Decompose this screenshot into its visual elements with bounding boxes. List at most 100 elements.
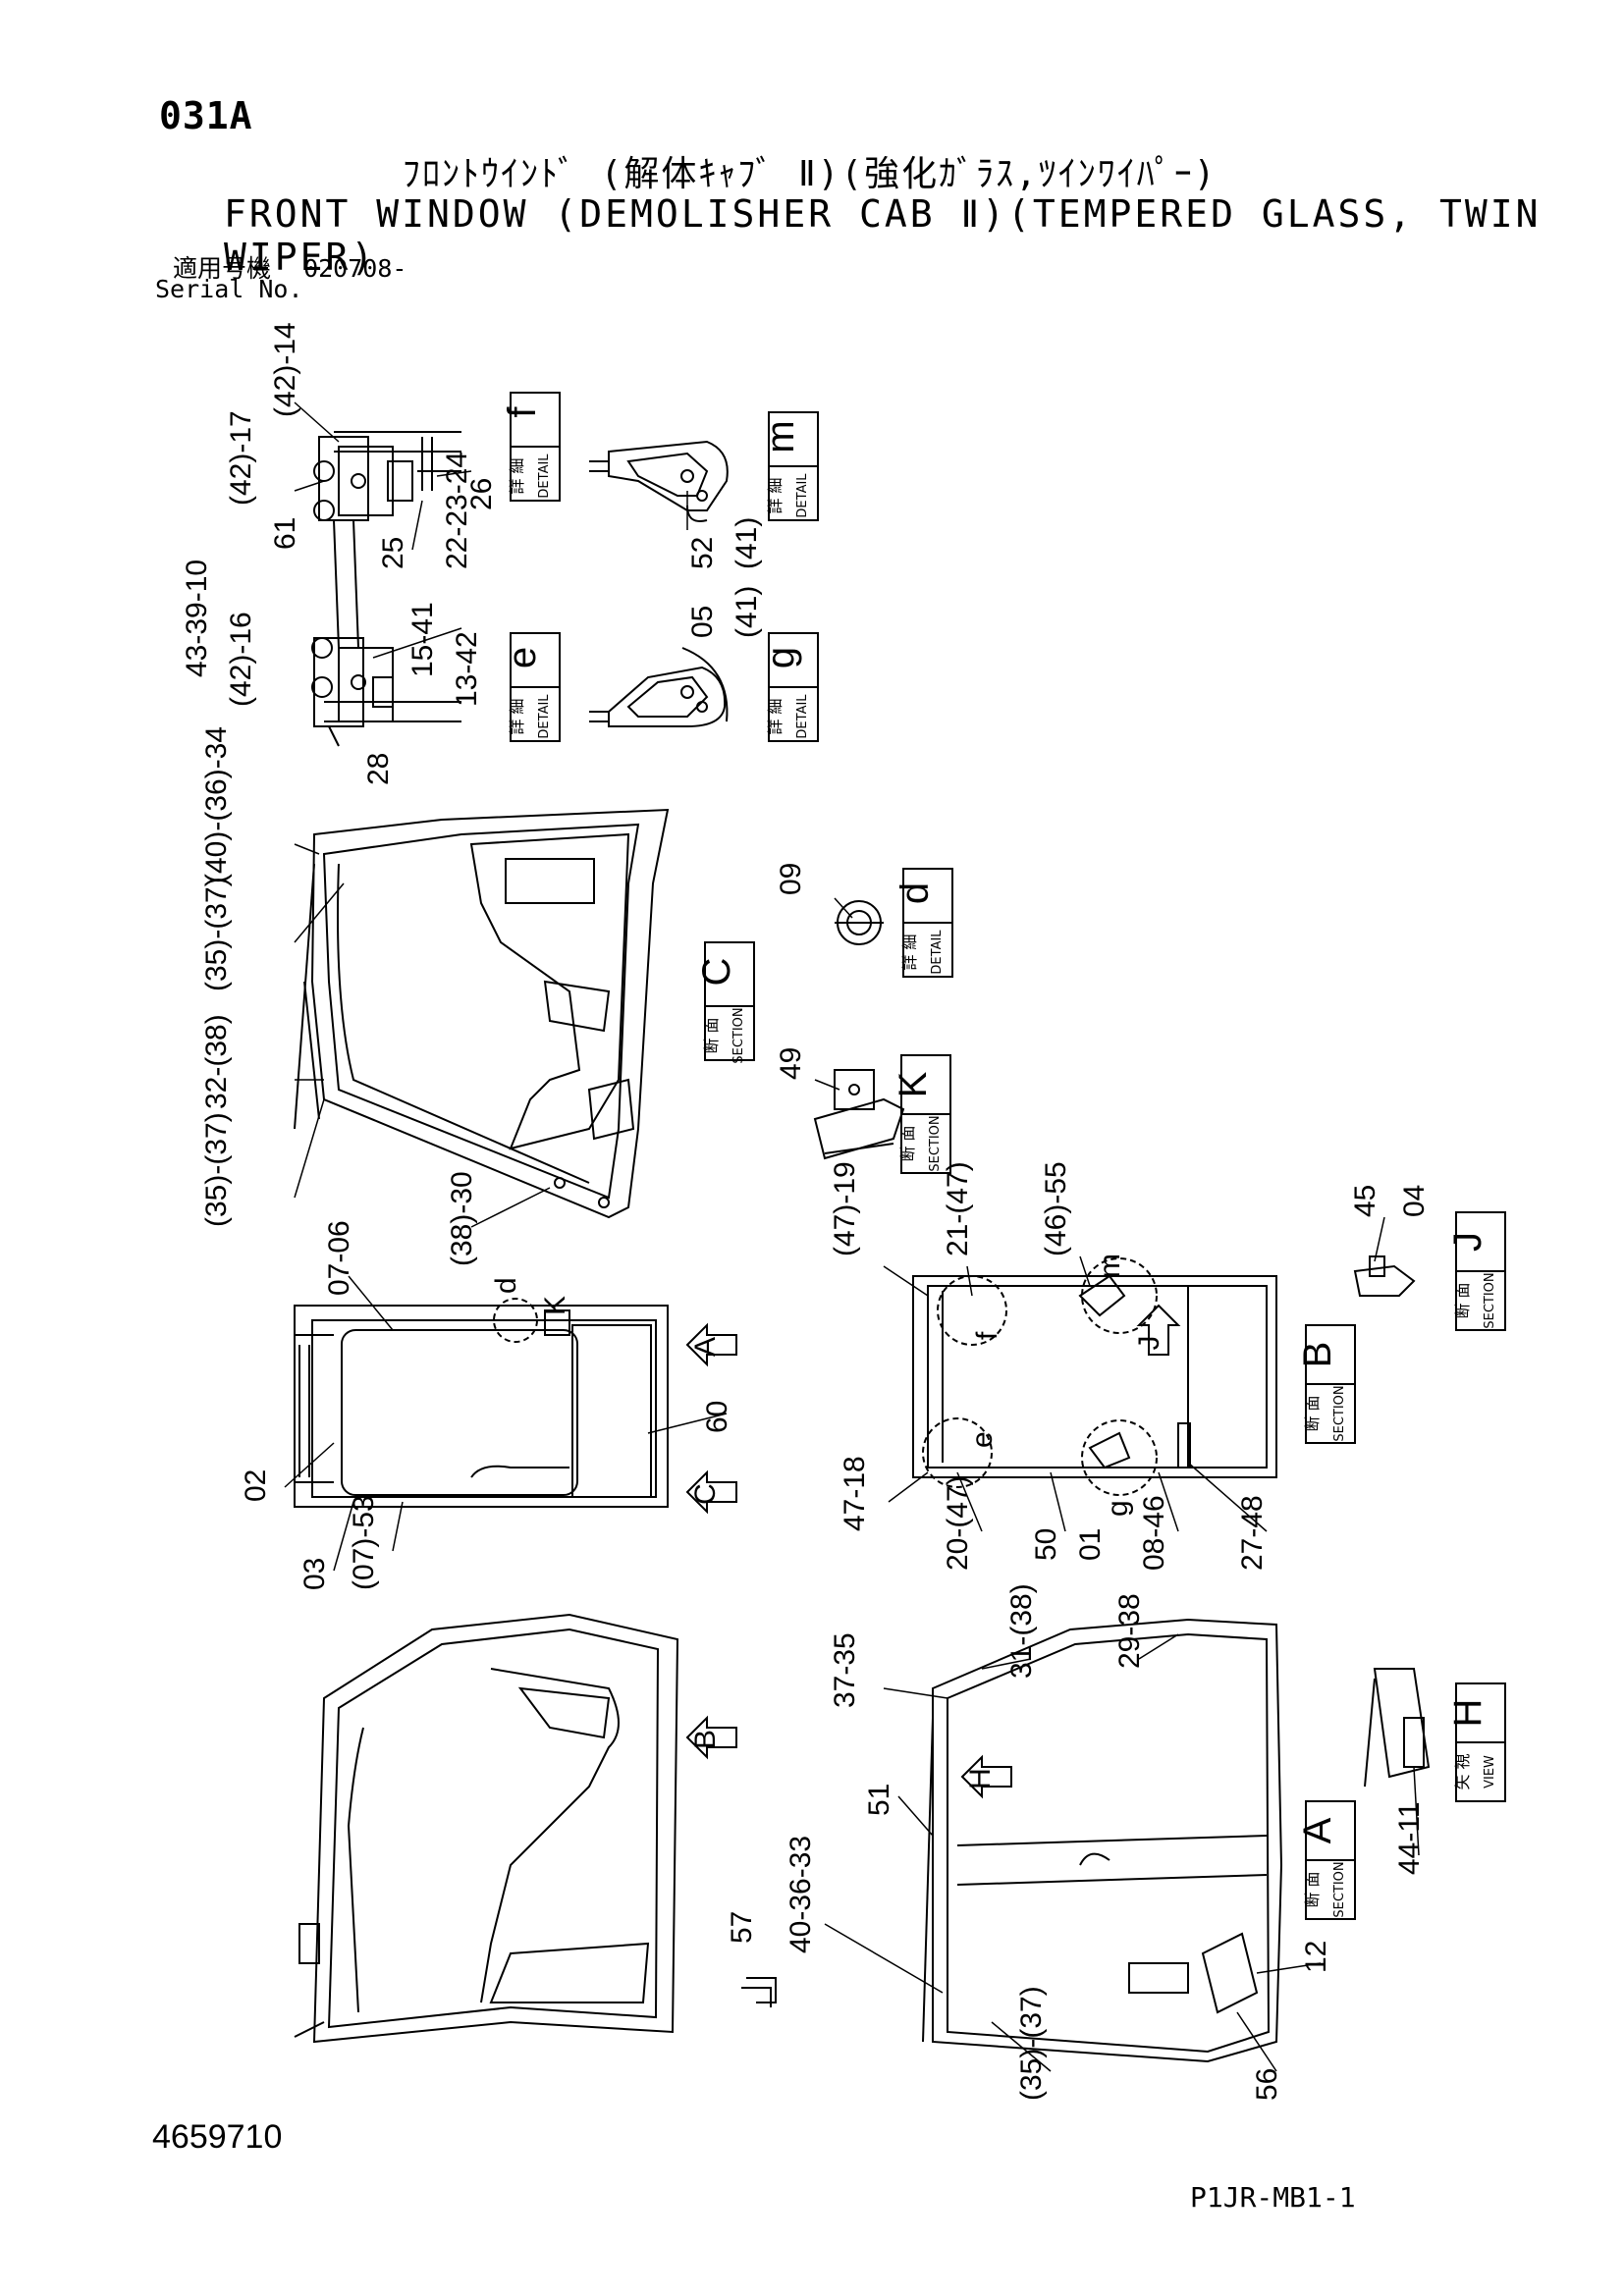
- page-code: 031A: [159, 94, 253, 137]
- label-box-section-a: A 断 面 SECTION: [1296, 1800, 1356, 1920]
- box-en-c: SECTION: [731, 1007, 746, 1063]
- callout: 13-42: [451, 631, 483, 707]
- box-letter-g: g: [759, 647, 802, 668]
- callout: (46)-55: [1040, 1161, 1072, 1256]
- box-jp-a: 断 面: [1303, 1871, 1322, 1907]
- callout: 31-(38): [1005, 1583, 1038, 1679]
- callout: 45: [1349, 1185, 1381, 1217]
- callout: (35)-(37): [1015, 1986, 1048, 2101]
- box-en-f: DETAIL: [537, 454, 552, 499]
- callout: (47)-19: [829, 1161, 861, 1256]
- label-box-detail-d: d 詳 細 DETAIL: [893, 868, 953, 978]
- label-box-section-k: K 断 面 SECTION: [892, 1054, 951, 1174]
- callout: (41): [731, 586, 763, 638]
- callout: m: [1094, 1254, 1126, 1278]
- callout: (42)-16: [225, 612, 257, 707]
- section-a-cab-view: [922, 1618, 1283, 2063]
- callout: 15-41: [406, 602, 439, 677]
- serial-line: 適用号機 020708-: [173, 249, 406, 285]
- label-box-section-b: B 断 面 SECTION: [1296, 1324, 1356, 1444]
- box-letter-d: d: [893, 882, 937, 904]
- callout: 05: [686, 606, 719, 638]
- front-window-frame: [294, 1298, 669, 1508]
- callout: 07-06: [323, 1220, 355, 1296]
- box-en-e: DETAIL: [537, 694, 552, 739]
- callout: 09: [775, 863, 807, 895]
- callout: f: [971, 1331, 1003, 1340]
- box-jp-d: 詳 細: [900, 934, 919, 970]
- arrow-b-shape: [685, 1715, 737, 1760]
- detail-m-bracket: [589, 440, 729, 522]
- box-jp-h: 矢 視: [1453, 1753, 1472, 1789]
- label-box-view-h: H 矢 視 VIEW: [1446, 1682, 1506, 1802]
- callout: 08-46: [1138, 1495, 1170, 1571]
- box-letter-e: e: [501, 647, 544, 668]
- label-box-detail-f: f 詳 細 DETAIL: [501, 392, 561, 502]
- callout: 27-48: [1236, 1495, 1269, 1571]
- box-jp-f: 詳 細: [508, 457, 526, 494]
- callout: (35)-(37): [200, 1112, 233, 1227]
- arrow-c-shape: [685, 1469, 737, 1515]
- label-box-detail-g: g 詳 細 DETAIL: [759, 632, 819, 742]
- callout: 02: [240, 1469, 272, 1502]
- callout: (07)-53: [348, 1495, 380, 1590]
- callout: 50: [1030, 1528, 1062, 1561]
- box-letter-a: A: [1296, 1817, 1339, 1843]
- callout: 47-18: [839, 1456, 871, 1531]
- cab-side-view: [294, 1613, 679, 2044]
- side-window-frame: [912, 1257, 1277, 1496]
- document-number: 4659710: [152, 2118, 283, 2156]
- box-jp-k: 断 面: [898, 1125, 917, 1161]
- serial-label-en: Serial No.: [155, 275, 303, 303]
- arrow-letter-b: B: [689, 1730, 722, 1749]
- callout: 44-11: [1393, 1801, 1426, 1875]
- callout: 01: [1074, 1528, 1107, 1561]
- callout: 37-35: [829, 1632, 861, 1708]
- detail-d-bolt: [835, 900, 884, 945]
- arrow-j-shape: [1136, 1304, 1181, 1356]
- callout: 51: [863, 1784, 895, 1816]
- callout: 49: [775, 1047, 807, 1080]
- section-k-clip: [813, 1069, 905, 1160]
- page-reference: P1JR-MB1-1: [1190, 2181, 1356, 2214]
- box-jp-m: 詳 細: [766, 477, 785, 513]
- arrow-letter-j: J: [1133, 1336, 1165, 1351]
- callout: 57: [726, 1911, 758, 1944]
- box-jp-e: 詳 細: [508, 698, 526, 734]
- callout: g: [1102, 1500, 1134, 1517]
- view-h-hinge: [1364, 1668, 1431, 1788]
- callout: 20-(47): [942, 1475, 974, 1571]
- box-jp-c: 断 面: [702, 1017, 721, 1053]
- arrow-letter-h: H: [964, 1768, 997, 1789]
- callout: 56: [1251, 2068, 1283, 2101]
- callout: (42)-17: [225, 410, 257, 506]
- callout: 12: [1300, 1941, 1332, 1973]
- box-letter-m: m: [759, 420, 802, 453]
- box-en-h: VIEW: [1483, 1755, 1497, 1789]
- part-57-bracket: [741, 1977, 777, 2007]
- callout: (42)-14: [269, 322, 301, 417]
- box-en-b: SECTION: [1332, 1385, 1347, 1441]
- box-en-k: SECTION: [928, 1115, 943, 1171]
- callout: 32-(38): [200, 1014, 233, 1109]
- wiper-lower-assembly: [311, 637, 461, 747]
- arrow-letter-c: C: [689, 1483, 722, 1505]
- arrow-letter-a: A: [689, 1337, 722, 1357]
- callout: (41): [731, 517, 763, 569]
- arrow-h-shape: [960, 1754, 1012, 1799]
- callout: 61: [269, 517, 301, 550]
- box-en-m: DETAIL: [795, 473, 810, 518]
- box-letter-j: J: [1446, 1232, 1489, 1252]
- section-c-cab-view: [294, 808, 670, 1219]
- callout: (40)-(36)-34: [200, 726, 233, 883]
- callout: 60: [701, 1401, 733, 1433]
- title-english: FRONT WINDOW (DEMOLISHER CAB Ⅱ)(TEMPERED…: [224, 192, 1542, 279]
- box-en-j: SECTION: [1483, 1272, 1497, 1328]
- box-letter-f: f: [501, 406, 544, 418]
- callout: 25: [377, 537, 409, 569]
- serial-value: 020708-: [303, 254, 407, 283]
- section-j-clip: [1353, 1255, 1416, 1297]
- title-japanese: ﾌﾛﾝﾄｳｲﾝﾄﾞ (解体ｷｬﾌﾞ Ⅱ)(強化ｶﾞﾗｽ,ﾂｲﾝﾜｲﾊﾟｰ): [403, 154, 1218, 194]
- box-letter-b: B: [1296, 1342, 1339, 1368]
- callout: 43-39-10: [181, 560, 213, 677]
